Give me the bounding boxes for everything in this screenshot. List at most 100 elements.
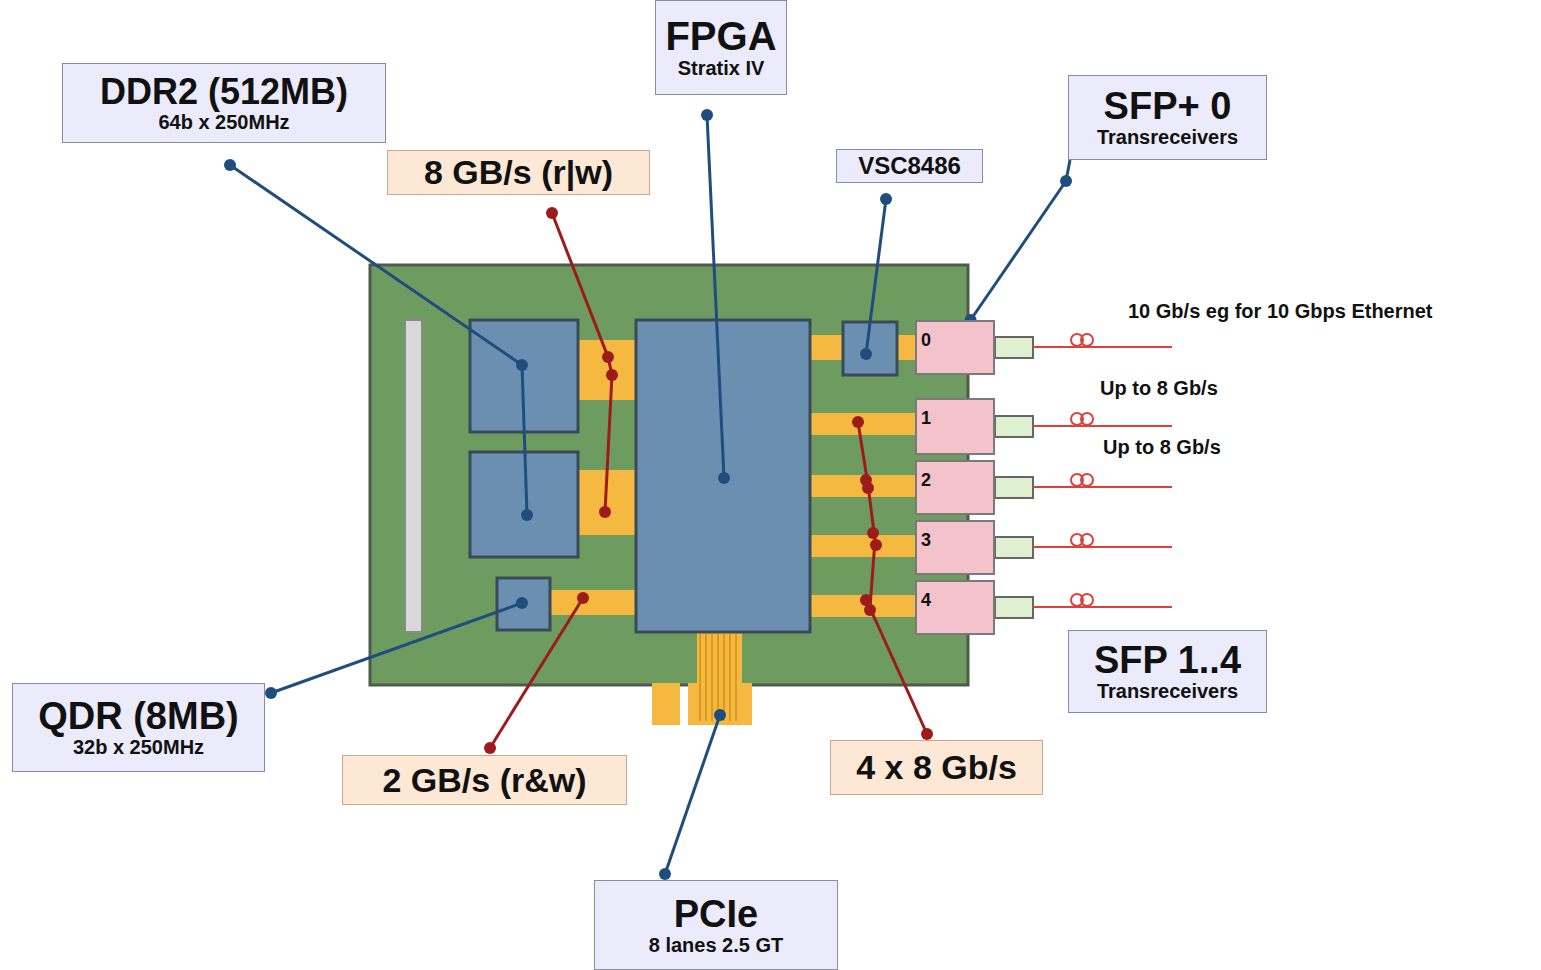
callout-title: 1 [921,409,931,428]
link-speed-note: Up to 8 Gb/s [1103,436,1221,458]
sfp-module: 0 [915,320,995,375]
callout-subtitle: 8 lanes 2.5 GT [649,935,784,957]
bandwidth-dot [577,592,589,604]
pcie-finger [705,634,707,721]
bandwidth-dot [921,728,933,740]
callout-title: PCIe [674,894,758,935]
bandwidth-dot [867,527,879,539]
component-callout: QDR (8MB)32b x 250MHz [12,683,265,772]
component-callout: FPGAStratix IV [655,0,787,95]
bandwidth-dot [606,369,618,381]
bandwidth-leader [490,598,583,748]
bracket-slot [405,320,422,632]
bus-trace [808,335,845,360]
callout-title: 4 x 8 Gb/s [856,749,1017,786]
bandwidth-dot [870,539,882,551]
component-callout: DDR2 (512MB)64b x 250MHz [62,63,386,143]
pcie-finger [699,634,701,721]
bandwidth-label: 2 GB/s (r&w) [342,755,627,805]
leader-dot [860,348,872,360]
callout-title: 3 [921,531,931,550]
callout-subtitle: Transreceivers [1097,127,1238,149]
callout-title: 2 [921,471,931,490]
leader-dot [701,109,713,121]
fiber-connector [995,477,1033,498]
pcie-fingers [697,632,742,723]
leader-line [971,160,1070,320]
callout-subtitle: Transreceivers [1097,681,1238,703]
fiber-coil [1081,534,1093,546]
bandwidth-dot [852,416,864,428]
bandwidth-dot [602,351,614,363]
bus-trace [808,413,917,435]
fiber-coil [1081,594,1093,606]
component-callout: PCIe8 lanes 2.5 GT [594,880,838,970]
bandwidth-dot [484,742,496,754]
leader-dot [224,159,236,171]
fiber-coil [1081,413,1093,425]
fiber-connector [995,537,1033,558]
bandwidth-label: 4 x 8 Gb/s [830,740,1043,795]
leader-dot [714,709,726,721]
bandwidth-label: 8 GB/s (r|w) [387,150,650,195]
fiber-cable [1033,606,1172,608]
fiber-connector [995,337,1033,358]
fpga-chip [636,320,810,632]
leader-dot [718,472,730,484]
leader-dot [521,509,533,521]
callout-title: SFP+ 0 [1104,86,1232,127]
bandwidth-dot [546,207,558,219]
leader-dot [659,868,671,880]
pcie-finger [723,634,725,721]
leader-line [230,165,527,515]
pcie-finger [729,634,731,721]
fiber-cable [1033,425,1172,427]
bandwidth-dot [862,482,874,494]
bus-trace [578,340,638,400]
bandwidth-dot [599,506,611,518]
bus-trace [808,595,917,617]
callout-subtitle: 64b x 250MHz [158,112,289,134]
bandwidth-leader [552,213,612,512]
fiber-cable [1033,546,1172,548]
bandwidth-dot [864,604,876,616]
callout-title: 4 [921,591,931,610]
leader-dot [516,359,528,371]
leader-line [665,715,720,874]
pcie-finger [711,634,713,721]
callout-subtitle: Stratix IV [678,58,765,80]
link-speed-note: 10 Gb/s eg for 10 Gbps Ethernet [1128,300,1433,322]
circuit-board [370,265,968,685]
component-callout: VSC8486 [836,149,983,183]
fiber-connector [995,597,1033,618]
leader-dot [880,193,892,205]
fiber-coil [1081,474,1093,486]
pcie-finger [735,634,737,721]
leader-dot [1060,175,1072,187]
link-speed-note: Up to 8 Gb/s [1100,377,1218,399]
qdr-chip [497,578,550,630]
callout-title: FPGA [665,15,776,58]
component-callout: SFP 1..4Transreceivers [1068,630,1267,713]
callout-title: VSC8486 [858,153,961,179]
component-callout: SFP+ 0Transreceivers [1068,75,1267,160]
leader-line [271,603,522,693]
sfp-module: 2 [915,460,995,515]
sfp-module: 1 [915,398,995,455]
callout-title: 2 GB/s (r&w) [382,762,586,799]
bus-trace [808,535,917,557]
pcie-finger [717,634,719,721]
callout-title: SFP 1..4 [1094,640,1241,681]
callout-title: 8 GB/s (r|w) [424,154,613,191]
leader-line [707,115,724,478]
bus-trace [808,475,917,497]
fiber-cable [1033,346,1172,348]
leader-dot [265,687,277,699]
board-tab [652,683,680,725]
sfp-module: 3 [915,520,995,575]
callout-title: QDR (8MB) [38,696,239,737]
leader-dot [516,597,528,609]
